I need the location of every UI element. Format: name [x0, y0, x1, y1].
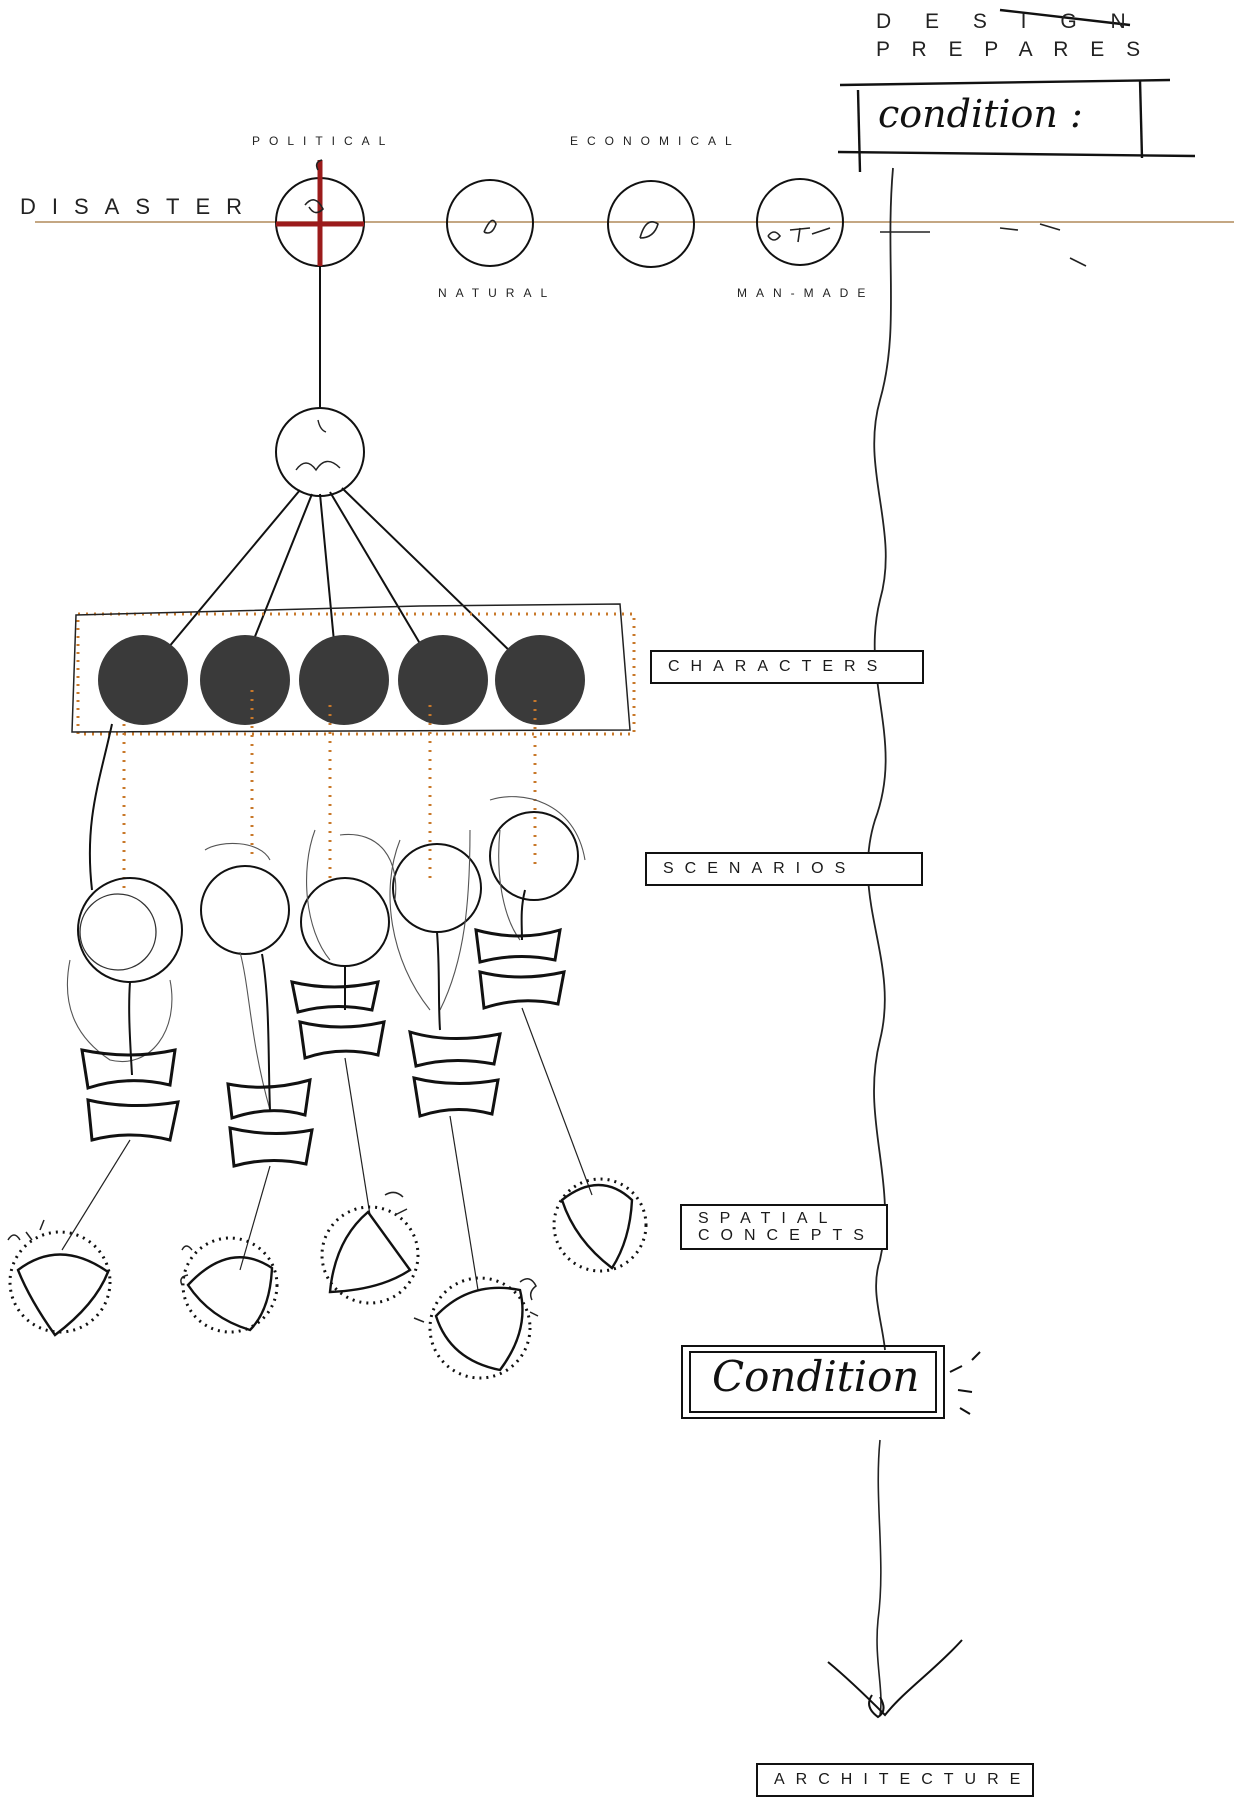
scenario-sketch-strokes — [66, 796, 586, 1111]
scenario-circle-5 — [489, 811, 579, 901]
scenario-circle-1 — [77, 877, 183, 983]
characters-box: CHARACTERS — [650, 650, 924, 684]
architecture-box: ARCHITECTURE — [756, 1763, 1034, 1797]
character-1-to-scenario-line — [88, 723, 113, 891]
hub-spokes — [157, 487, 516, 661]
condition-mid-frame — [681, 1345, 981, 1419]
prepares-label: P R E P A R E S — [876, 38, 1149, 61]
design-label: D E S I G N — [876, 10, 1140, 33]
hub-scribble — [295, 419, 341, 472]
disaster-circle-natural — [446, 179, 534, 267]
characters-dotted-frame — [76, 612, 636, 736]
spatial-concepts-line2: CONCEPTS — [698, 1227, 875, 1244]
scenario-circle-2 — [200, 865, 290, 955]
scenario-stems — [128, 889, 526, 1111]
spatial-concepts-box: SPATIAL CONCEPTS — [680, 1204, 888, 1250]
scenarios-box: SCENARIOS — [645, 852, 923, 886]
scenario-circle-3 — [300, 877, 390, 967]
architecture-arrowhead — [827, 1639, 963, 1719]
hub-circle — [275, 407, 365, 497]
spatial-concept-3 — [320, 1205, 420, 1305]
spatial-concepts-line1: SPATIAL — [698, 1210, 839, 1227]
design-process-line — [866, 167, 894, 1351]
natural-label: NATURAL — [438, 286, 557, 300]
condition-top-frame — [837, 8, 1196, 173]
political-label: POLITICAL — [252, 134, 395, 148]
character-circle-1 — [98, 635, 188, 725]
man-made-label: MAN-MADE — [737, 286, 875, 300]
spatial-concept-1 — [8, 1230, 112, 1337]
character-circle-3 — [299, 635, 389, 725]
scribble-marks-disaster — [304, 159, 1087, 267]
spatial-concept-5 — [552, 1177, 648, 1273]
concept-scribbles — [7, 1191, 539, 1323]
spatial-concept-2 — [181, 1236, 279, 1334]
disaster-circle-economical — [607, 180, 695, 268]
character-scenario-dotted-links — [122, 690, 537, 895]
economical-label: ECONOMICAL — [570, 134, 741, 148]
trapezoid-pairs — [80, 927, 566, 1168]
character-circle-2 — [200, 635, 290, 725]
scenario-circle-1-overlay — [79, 893, 157, 971]
design-process-line-lower — [876, 1439, 882, 1716]
character-circle-4 — [398, 635, 488, 725]
pair-to-concept-lines — [61, 1007, 593, 1291]
disaster-circle-man-made — [756, 178, 844, 266]
spatial-concept-4 — [428, 1276, 532, 1380]
condition-mid-text: Condition — [712, 1352, 920, 1401]
disaster-label: DISASTER — [20, 194, 259, 219]
character-circle-5 — [495, 635, 585, 725]
characters-sketch-frame — [71, 603, 631, 733]
condition-top-text: condition : — [878, 92, 1083, 136]
